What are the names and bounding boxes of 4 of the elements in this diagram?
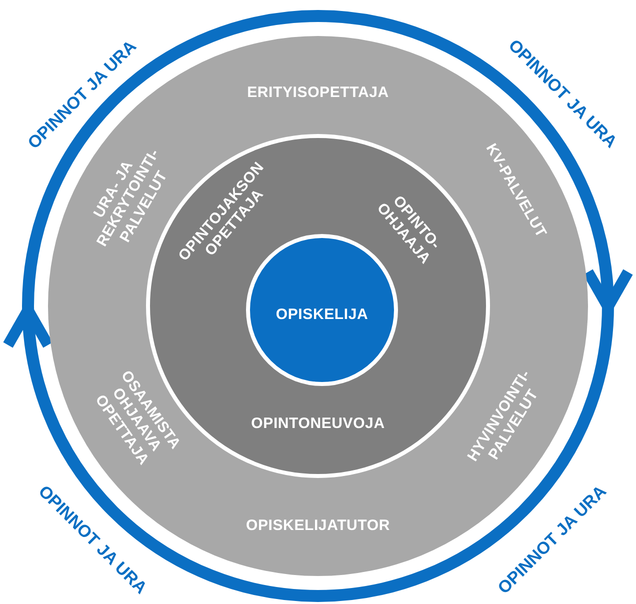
ring-label: OPISKELIJATUTOR bbox=[245, 516, 391, 534]
ring-label: ERITYISOPETTAJA bbox=[246, 84, 390, 101]
ring-label: OPINTONEUVOJA bbox=[250, 414, 386, 432]
ring-label: OPISKELIJA bbox=[274, 306, 370, 323]
